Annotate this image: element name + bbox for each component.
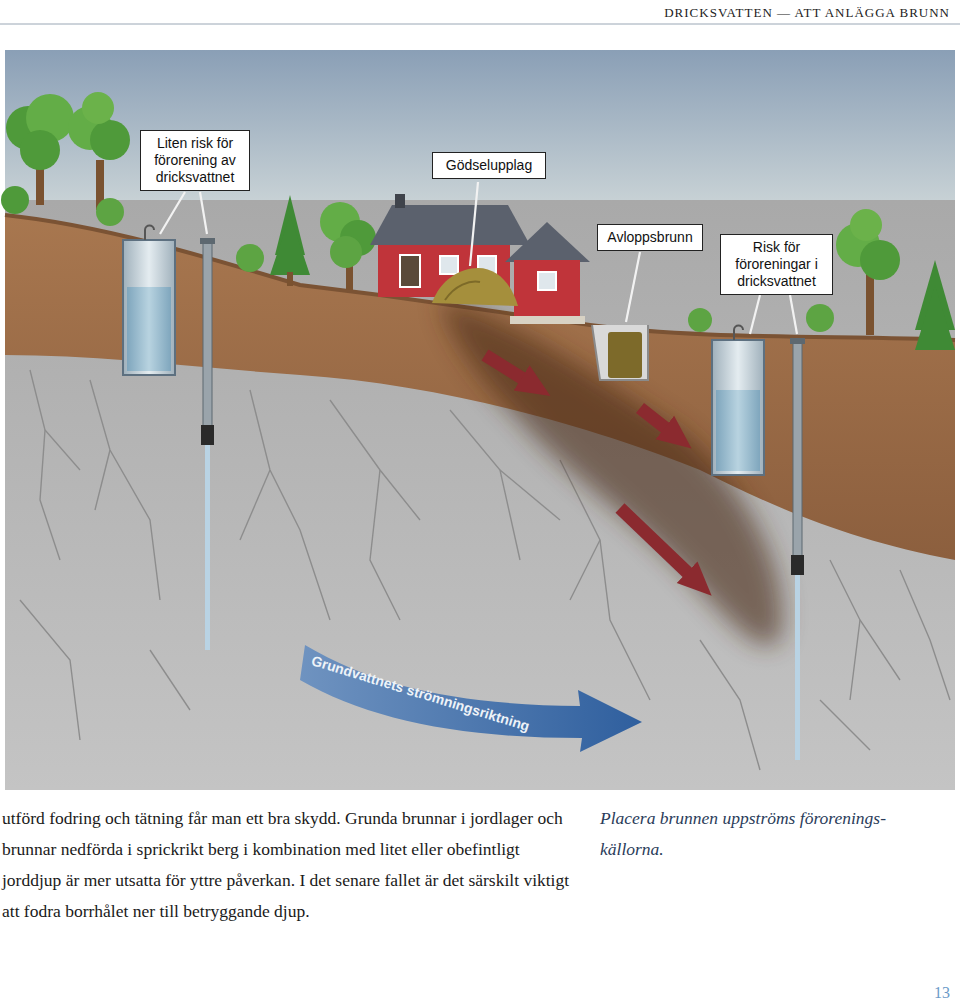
callout-box: Liten risk för förorening av dricksvattn…	[140, 130, 250, 191]
callout-text: Liten risk för förorening av dricksvattn…	[147, 135, 243, 186]
callout-text: Avloppsbrunn	[604, 229, 696, 246]
callout-box: Risk för föroreningar i dricksvattnet	[720, 234, 833, 295]
running-header: DRICKSVATTEN — ATT ANLÄGGA BRUNN	[560, 5, 950, 21]
callout-box: Avloppsbrunn	[597, 224, 703, 251]
callout-text: Risk för föroreningar i dricksvattnet	[727, 239, 826, 290]
body-text: utförd fodring och tätning får man ett b…	[2, 803, 582, 927]
callout-text: Gödselupplag	[439, 157, 539, 174]
page-number: 13	[934, 984, 950, 1002]
caption: Placera brunnen uppströms förorenings- k…	[600, 803, 945, 865]
callout-box: Gödselupplag	[432, 152, 546, 179]
